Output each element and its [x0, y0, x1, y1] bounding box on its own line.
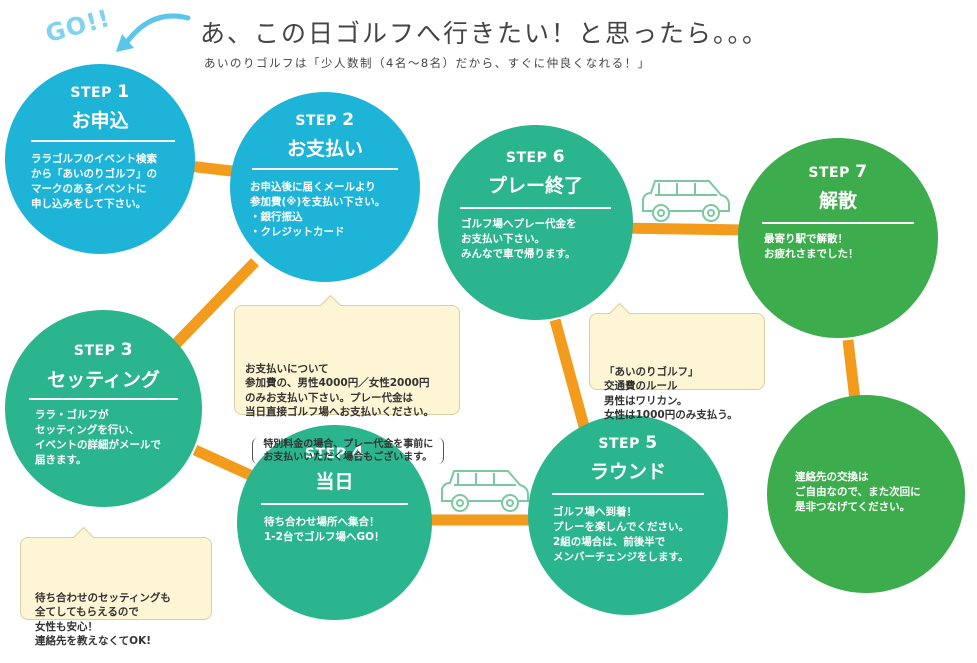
step-4-title: 当日: [315, 471, 354, 493]
step-6-label: STEP 6: [505, 147, 566, 167]
step-2-label: STEP 2: [295, 110, 355, 130]
car-icon: [642, 180, 730, 222]
setting-note-text: 待ち合わせのセッティングも 全てしてもらえるので 女性も安心！ 連絡先を教えなく…: [35, 591, 171, 648]
step-5-title: ラウンド: [589, 461, 666, 483]
step-3-body: ララ・ゴルフが セッティングを行い、 イベントの詳細がメールで 届きます。: [35, 409, 161, 466]
step-2-body: お申込後に届くメールより 参加費(※)を支払い下さい。 ・銀行振込 ・クレジット…: [250, 181, 386, 238]
connector-3-4: [192, 444, 253, 481]
car-icon: [441, 470, 529, 512]
step-6-body: ゴルフ場へプレー代金を お支払い下さい。 みんなで車で帰ります。: [461, 218, 577, 260]
step-1-body: ララゴルフのイベント検索 から「あいのりゴルフ」の マークのあるイベントに 申し…: [31, 153, 157, 210]
step-1-title: お申込: [71, 110, 129, 132]
step-6-circle: STEP 6 プレー終了 ゴルフ場へプレー代金を お支払い下さい。 みんなで車で…: [438, 125, 633, 320]
payment-note-text: お支払いについて 参加費の、男性4000円／女性2000円 のみお支払い下さい。…: [245, 362, 434, 419]
step-1-circle: STEP 1 お申込 ララゴルフのイベント検索 から「あいのりゴルフ」の マーク…: [5, 64, 195, 254]
step-4-circle: STEP 4 当日 待ち合わせ場所へ集合！ 1-2台でゴルフ場へGO！: [237, 425, 432, 620]
step-4-label: STEP 4: [304, 443, 365, 463]
step-2-title: お支払い: [286, 138, 363, 160]
step-1-divider: [31, 140, 175, 142]
step-7-label: STEP 7: [808, 162, 868, 182]
step-3-label: STEP 3: [73, 340, 134, 360]
go-badge: GO!!: [43, 4, 114, 48]
step-6-divider: [460, 207, 611, 209]
step-6-title: プレー終了: [487, 175, 583, 197]
step-4-body: 待ち合わせ場所へ集合！ 1-2台でゴルフ場へGO！: [264, 516, 385, 543]
connector-6-7: [619, 222, 746, 236]
step-2-circle: STEP 2 お支払い お申込後に届くメールより 参加費(※)を支払い下さい。 …: [230, 92, 420, 282]
connector-7-final: [842, 339, 861, 401]
connector-2-3: [166, 258, 259, 354]
transport-note: 「あいのりゴルフ」 交通費のルール 男性はワリカン。 女性は1000円のみ支払う…: [589, 302, 765, 421]
step-5-circle: STEP 5 ラウンド ゴルフ場へ到着！ プレーを楽しんでください。 2組の場合…: [528, 415, 728, 615]
step-7-circle: STEP 7 解散 最寄り駅で解散！ お疲れさまでした！: [738, 138, 938, 338]
step-3-divider: [29, 398, 178, 400]
connector-5-6: [549, 318, 591, 432]
step-3-circle: STEP 3 セッティング ララ・ゴルフが セッティングを行い、 イベントの詳細…: [5, 310, 202, 507]
transport-note-text: 「あいのりゴルフ」 交通費のルール 男性はワリカン。 女性は1000円のみ支払う…: [604, 365, 738, 422]
step-2-divider: [252, 168, 398, 170]
step-7-body: 最寄り駅で解散！ お疲れさまでした！: [764, 233, 859, 260]
payment-note: お支払いについて 参加費の、男性4000円／女性2000円 のみお支払い下さい。…: [234, 294, 460, 464]
step-5-body: ゴルフ場へ到着！ プレーを楽しんでください。 2組の場合は、前後半で メンバーチ…: [553, 506, 689, 563]
step-7-title: 解散: [818, 190, 857, 212]
page-subheadline: あいのりゴルフは「少人数制（4名～8名）だから、すぐに仲良くなれる！」: [204, 56, 651, 70]
step-3-title: セッティング: [47, 369, 160, 391]
step-4-divider: [261, 503, 408, 505]
final-circle: 連絡先の交換は ご自由なので、また次回に 是非つなげてください。: [767, 395, 965, 593]
setting-note: 待ち合わせのセッティングも 全てしてもらえるので 女性も安心！ 連絡先を教えなく…: [20, 526, 212, 647]
connector-lines: [166, 159, 861, 526]
step-5-label: STEP 5: [598, 433, 658, 453]
step-1-label: STEP 1: [70, 82, 130, 102]
step-5-divider: [552, 493, 704, 495]
payment-note-subtext: 特別料金の場合、プレー代金を事前に お支払いいただく場合もございます。: [252, 438, 445, 464]
page-headline: あ、この日ゴルフへ行きたい！と思ったら。。。: [200, 19, 770, 48]
step-7-divider: [762, 222, 914, 224]
final-circle-body: 連絡先の交換は ご自由なので、また次回に 是非つなげてください。: [795, 471, 921, 513]
curved-arrow-icon: [116, 13, 191, 52]
